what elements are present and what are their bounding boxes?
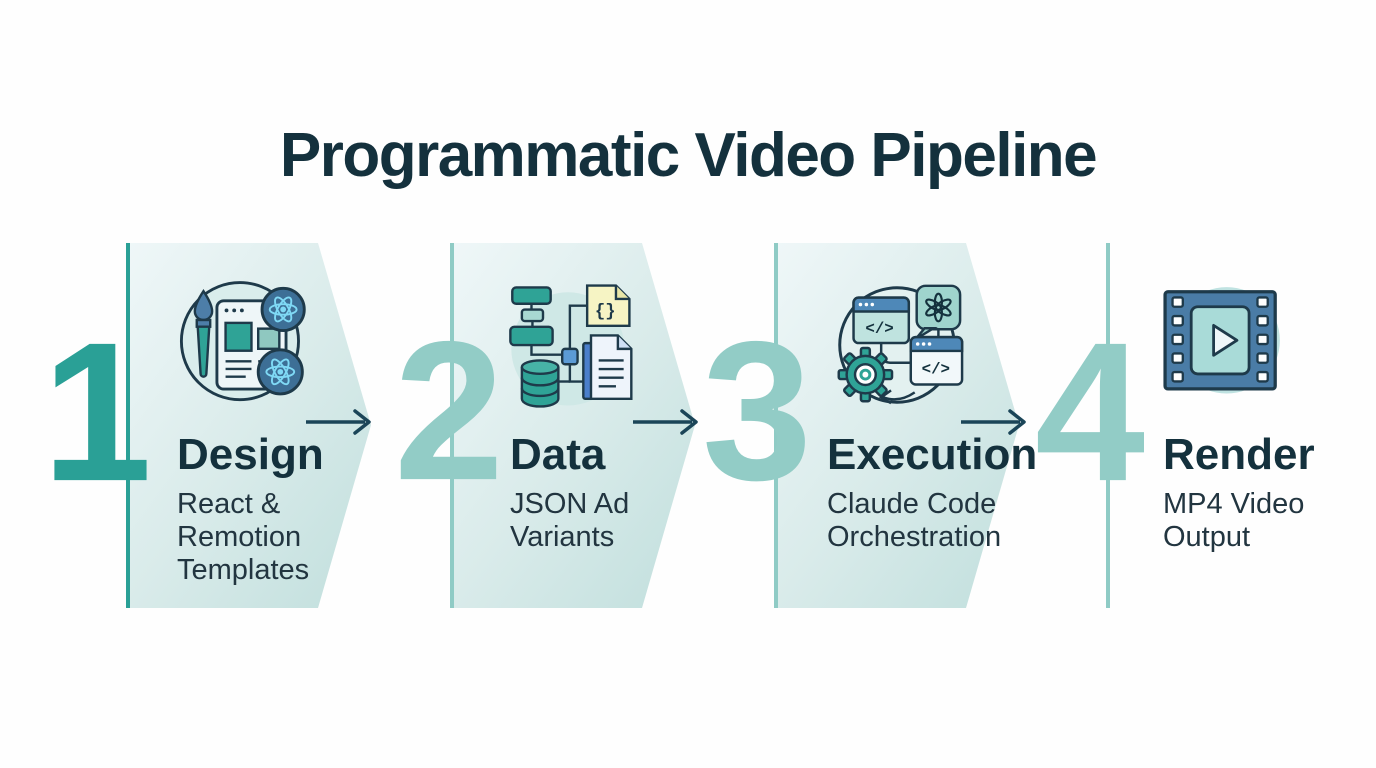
step3-number: 3	[701, 300, 813, 522]
step2-number: 2	[393, 300, 505, 522]
database-json-docs-icon: {}	[509, 284, 633, 408]
subtitle-line: Templates	[177, 554, 310, 586]
database-icon	[520, 359, 560, 408]
step3-chevron-background	[776, 243, 1019, 608]
gear-icon	[837, 346, 894, 403]
step1-number: 1	[41, 301, 153, 523]
page-title: Programmatic Video Pipeline	[279, 120, 1098, 190]
step2-divider-line	[450, 243, 454, 608]
subtitle-line: Orchestration	[827, 521, 1002, 553]
subtitle-line: Variants	[510, 521, 615, 553]
play-icon	[1212, 324, 1239, 357]
arrow-right-icon	[961, 409, 1026, 435]
json-file-icon: {}	[585, 284, 631, 328]
step4-number: 4	[1034, 301, 1146, 523]
film-play-icon	[1163, 287, 1280, 394]
arrow-right-icon	[306, 409, 371, 435]
code-gear-ai-icon: </> </>	[837, 284, 964, 405]
subtitle-line: React &	[177, 488, 281, 520]
code-window-icon: </>	[909, 335, 964, 386]
step3-label: Execution	[827, 430, 1038, 479]
subtitle-line: Output	[1163, 521, 1251, 553]
code-window-icon: </>	[852, 296, 911, 345]
svg-text:</>: </>	[865, 320, 893, 338]
step1-divider-line	[126, 243, 130, 608]
openai-knot-icon	[925, 292, 952, 323]
arrow-right-icon	[633, 409, 698, 435]
step2-subtitle: JSON Ad Variants	[510, 488, 629, 554]
subtitle-line: Claude Code	[827, 488, 997, 520]
react-logo-icon	[260, 286, 306, 332]
step3-divider-line	[774, 243, 778, 608]
film-strip-icon	[1163, 290, 1277, 391]
design-palette-react-icon	[179, 281, 306, 402]
ai-chat-bubble-icon	[914, 284, 962, 341]
react-logo-icon	[256, 348, 304, 396]
step4-subtitle: MP4 Video Output	[1163, 488, 1304, 554]
step4-label: Render	[1163, 430, 1315, 479]
step2-label: Data	[510, 430, 606, 479]
step1-subtitle: React & Remotion Templates	[177, 488, 309, 587]
flowchart-icon	[509, 286, 579, 366]
svg-text:{}: {}	[595, 303, 616, 322]
documents-icon	[582, 334, 633, 400]
subtitle-line: Remotion	[177, 521, 302, 553]
step3-subtitle: Claude Code Orchestration	[827, 488, 1001, 554]
step1-label: Design	[177, 430, 324, 479]
subtitle-line: JSON Ad	[510, 488, 630, 520]
svg-text:</>: </>	[922, 361, 950, 379]
step4-divider-line	[1106, 243, 1110, 608]
subtitle-line: MP4 Video	[1163, 488, 1305, 520]
